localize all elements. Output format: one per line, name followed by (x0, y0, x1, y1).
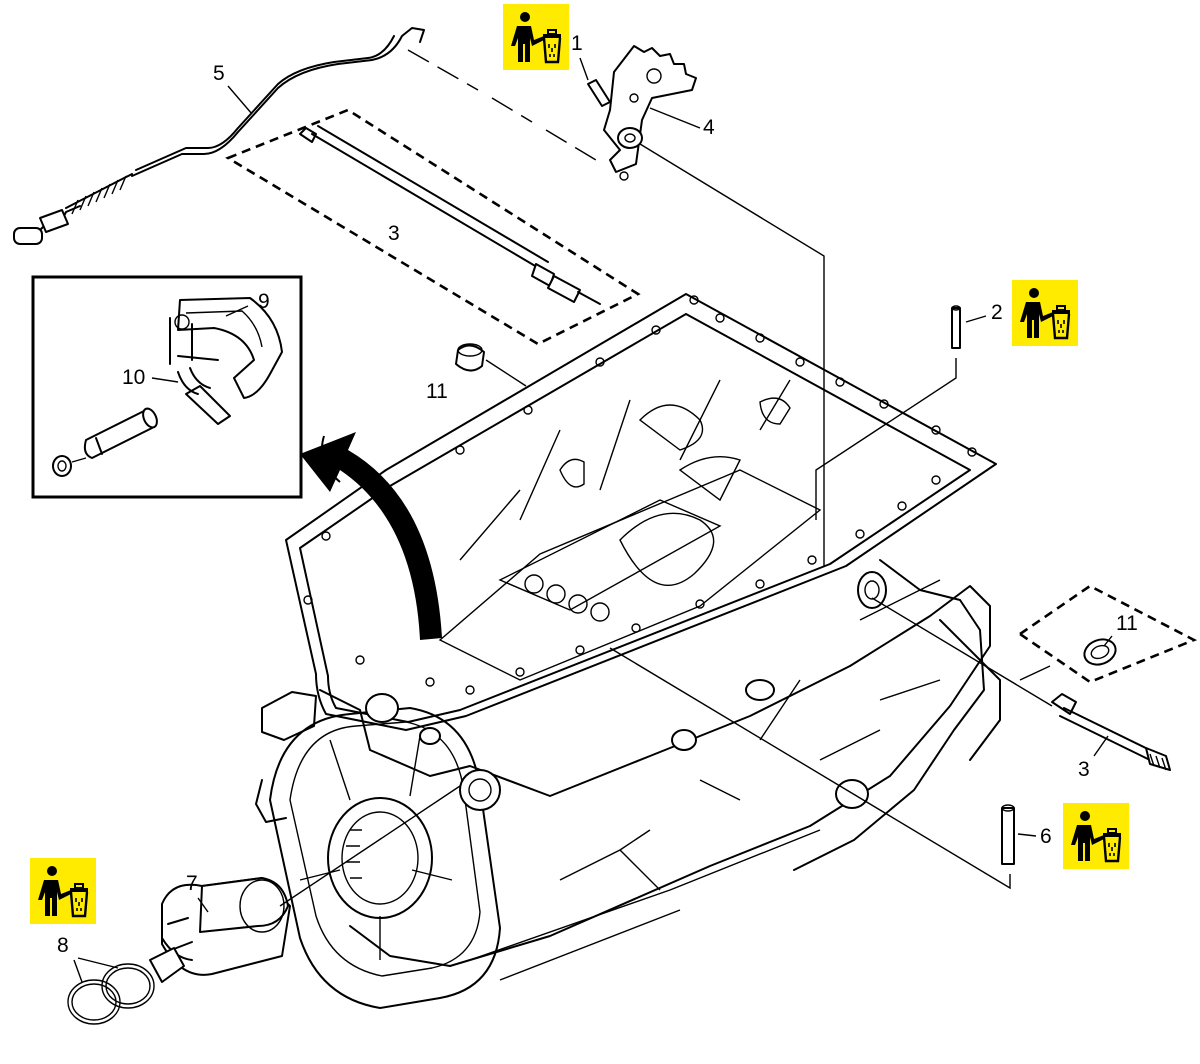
leader-2 (965, 315, 987, 323)
leader-3-right (1093, 735, 1109, 757)
pin-6-route-line (609, 647, 1011, 890)
part-11-seal-top (455, 343, 485, 372)
callout-4: 4 (703, 116, 715, 139)
discard-icon-part-2 (1010, 278, 1080, 348)
part-1-spring-pin (587, 79, 611, 107)
callout-3-right: 3 (1078, 758, 1090, 781)
pin-2-route-line (815, 358, 957, 520)
part-6-pin (1001, 804, 1015, 865)
leader-11-right (1103, 635, 1113, 647)
callout-11-top: 11 (426, 380, 448, 403)
leader-1 (579, 57, 589, 81)
callout-9: 9 (258, 290, 270, 313)
shaft-3-route-line (871, 597, 1053, 707)
seal-route-line (485, 359, 527, 387)
leader-7 (197, 897, 209, 913)
callout-2: 2 (991, 301, 1003, 324)
part-2-pin (951, 305, 961, 349)
cable-route-line (407, 49, 597, 161)
discard-icon-part-8 (28, 856, 98, 926)
part-4-detent-bracket (603, 45, 697, 181)
part-8-o-rings (67, 963, 155, 1025)
callout-3-top: 3 (388, 222, 400, 245)
discard-icon-part-6 (1061, 801, 1131, 871)
leader-5 (227, 85, 253, 115)
callout-1: 1 (571, 32, 583, 55)
callout-8: 8 (57, 934, 69, 957)
callout-6: 6 (1040, 825, 1052, 848)
leader-6 (1017, 833, 1037, 837)
part-3-shaft-top (225, 108, 641, 346)
part-7-sleeve (149, 785, 461, 983)
leader-4 (649, 107, 701, 129)
transmission-case-housing (255, 293, 1001, 1009)
callout-7: 7 (186, 872, 198, 895)
part-11-seal-right (1017, 584, 1198, 684)
leader-8 (73, 957, 119, 983)
discard-icon-part-1 (501, 2, 571, 72)
part-5-shift-cable (13, 27, 425, 245)
callout-10: 10 (122, 366, 145, 389)
bracket-route-line (639, 143, 825, 566)
rotation-arrow-icon (300, 432, 442, 640)
callout-5: 5 (213, 62, 225, 85)
callout-11-right: 11 (1116, 612, 1138, 635)
inset-detail-box (31, 275, 303, 499)
part-3-shaft-right (1051, 693, 1171, 771)
